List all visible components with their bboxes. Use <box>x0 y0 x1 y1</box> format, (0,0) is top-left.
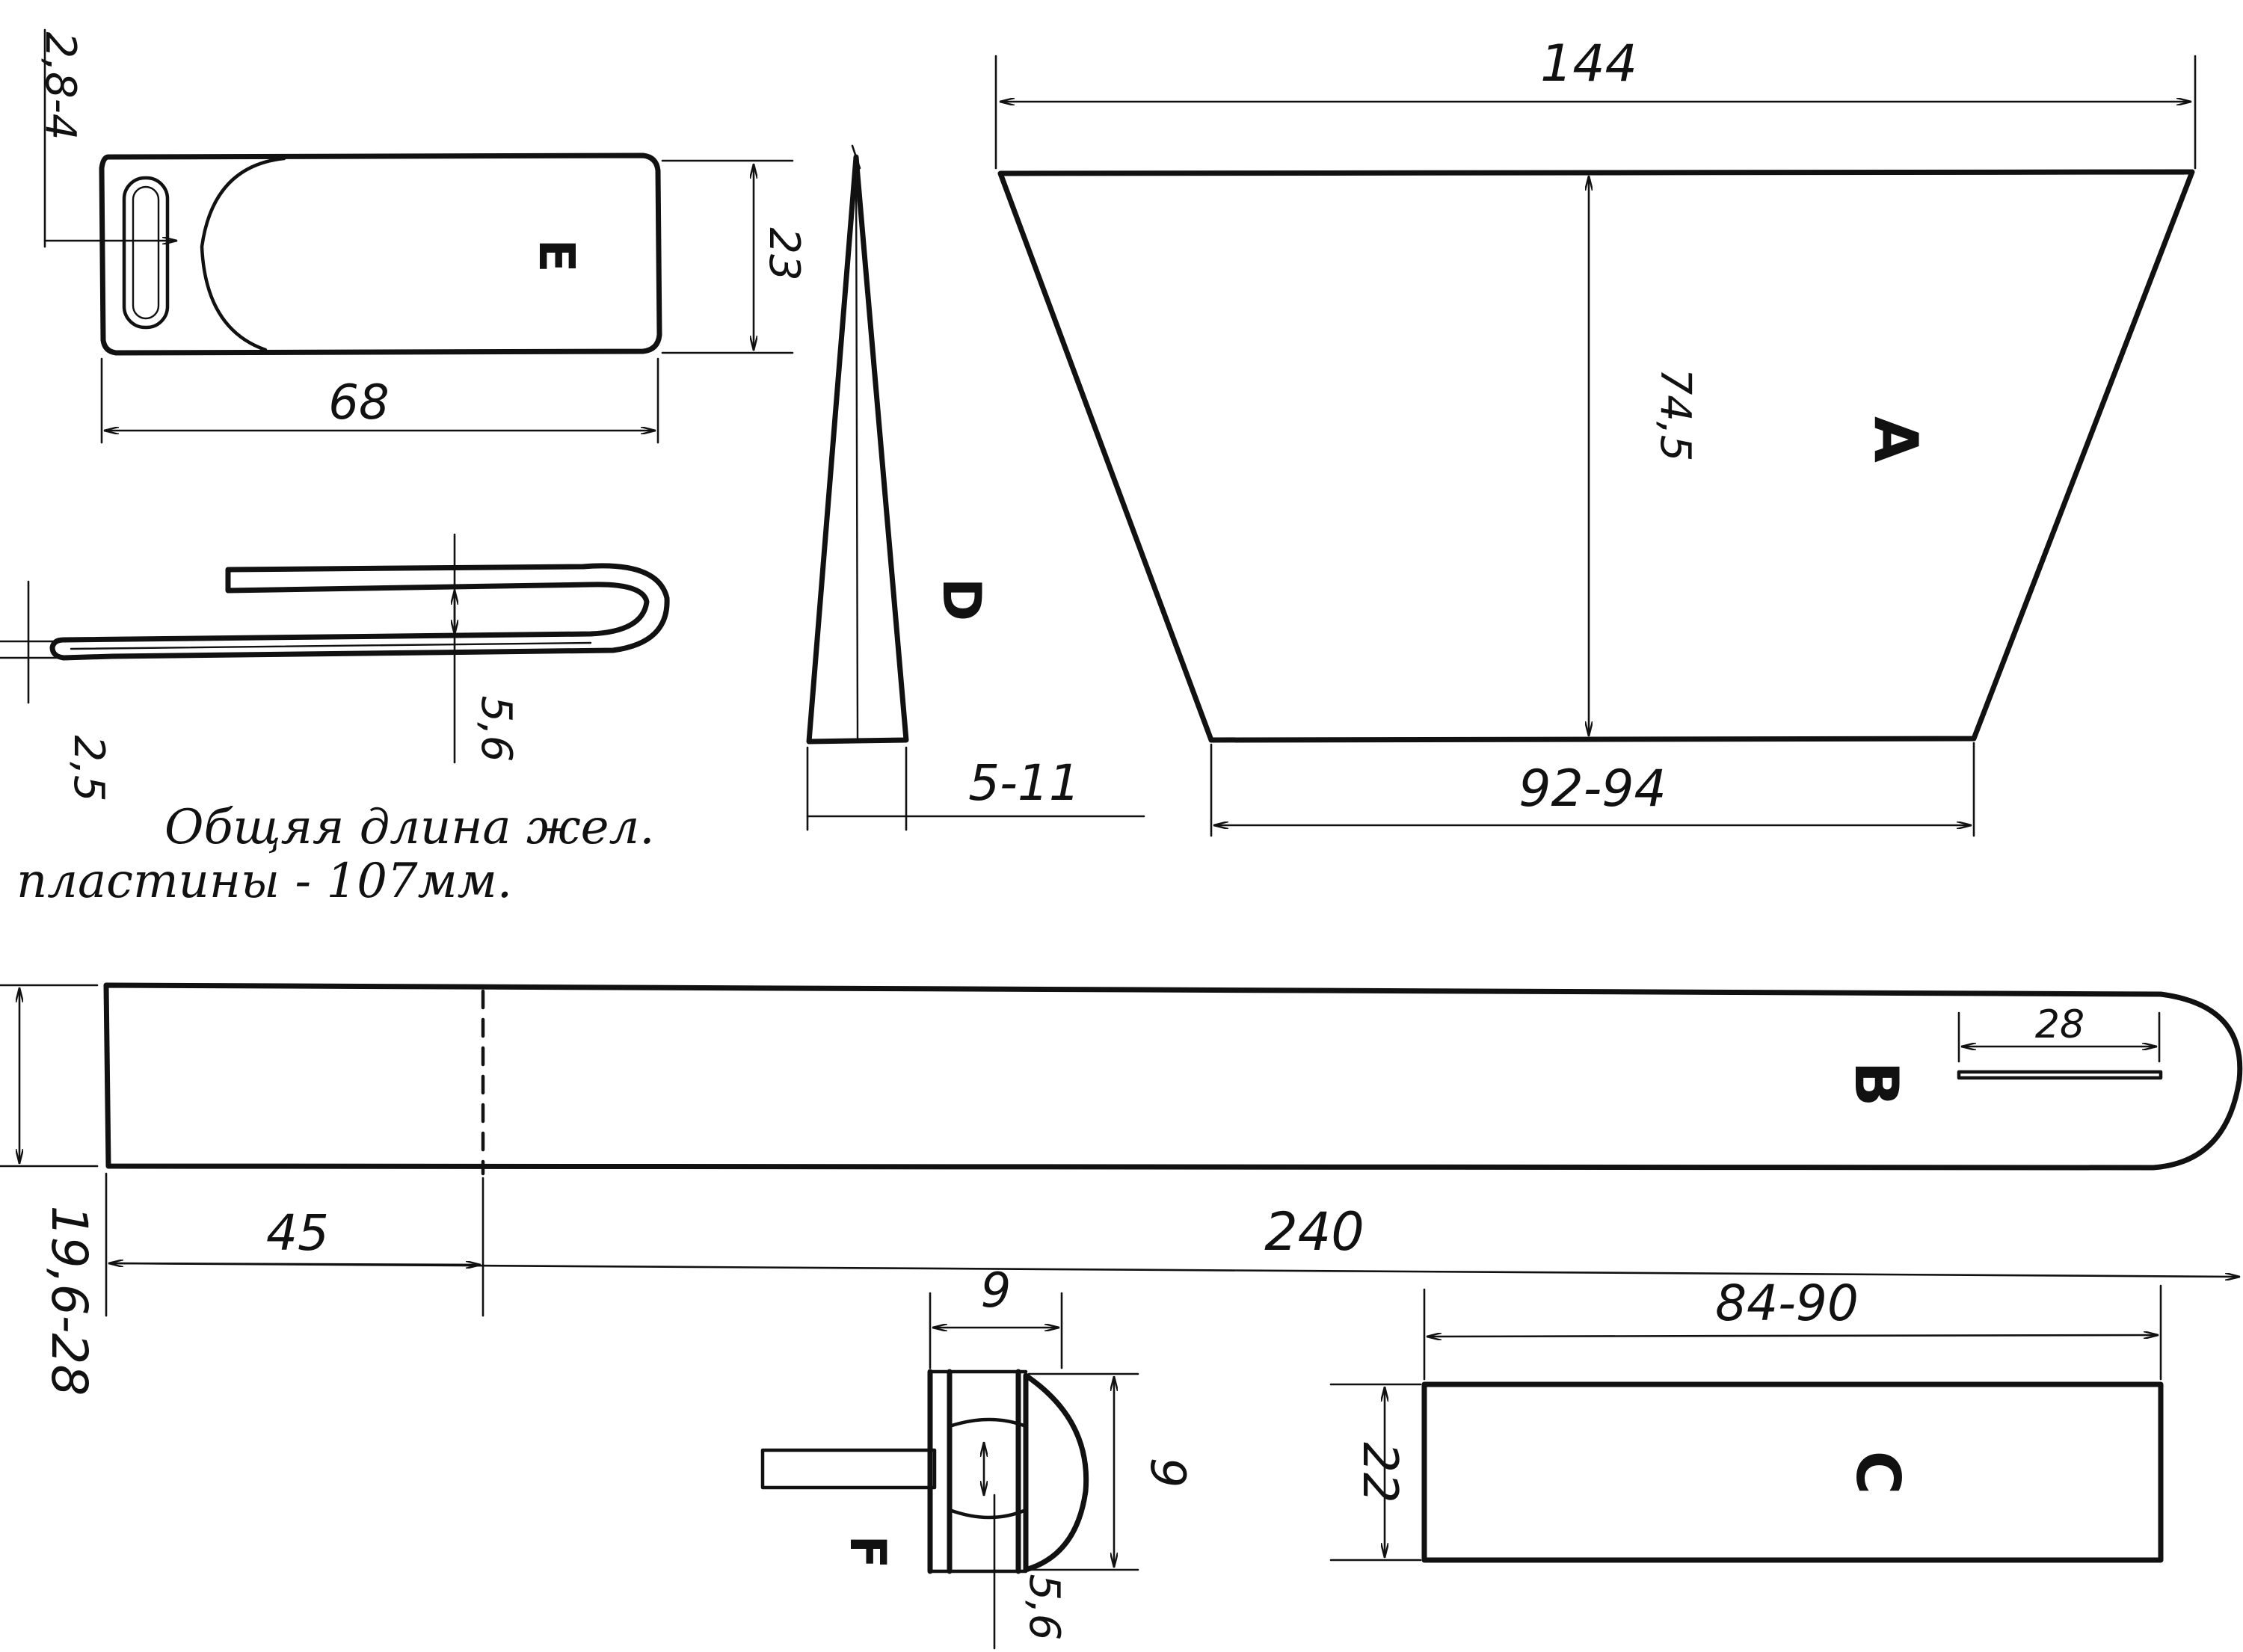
plate-thickness-label: 2,5 <box>64 735 113 801</box>
part-b-slot-label: 28 <box>2035 1002 2084 1047</box>
note-line-1: Общяя длина жел. <box>164 800 655 855</box>
part-e-length-label: 68 <box>328 375 389 431</box>
part-b-fold-dim <box>108 1263 481 1265</box>
part-b-letter: B <box>1842 1061 1911 1107</box>
part-c-width-label: 22 <box>1352 1442 1407 1502</box>
plate-side-inner <box>70 641 592 650</box>
part-b-width-label: 19,6-28 <box>40 1206 98 1396</box>
part-d: D 5-11 <box>806 144 1145 831</box>
part-b-slot <box>1957 1070 2163 1080</box>
part-d-outline <box>806 154 909 745</box>
part-e-outline <box>99 152 662 356</box>
part-f-curve-top <box>947 1417 1028 1428</box>
part-e-letter: E <box>528 238 585 272</box>
part-a-letter: A <box>1861 416 1930 463</box>
part-a-bottom-label: 92-94 <box>1519 759 1667 819</box>
part-e-slot <box>122 176 170 330</box>
part-a: 74,5 A 144 92-94 <box>994 34 2197 837</box>
plate-side-outline <box>49 563 670 661</box>
part-c-outline <box>1421 1381 2164 1563</box>
plate-side-view: 2,5 5,6 <box>0 533 670 802</box>
part-c-length-line <box>1426 1335 2159 1337</box>
part-c-length-label: 84-90 <box>1715 1275 1859 1332</box>
part-f-gap-label: 5,6 <box>1020 1574 1068 1640</box>
part-b-fold-label: 45 <box>266 1204 329 1262</box>
part-e-slot-label: 2,8-4 <box>36 32 84 141</box>
part-a-top-label: 144 <box>1540 34 1637 93</box>
plate-gap-label: 5,6 <box>472 695 520 762</box>
part-c-letter: C <box>1843 1451 1913 1495</box>
part-e-slot-inner <box>132 185 160 320</box>
part-f: F 9 9 5,6 <box>760 1263 1195 1650</box>
part-e-cutout <box>200 156 286 352</box>
part-f-height-label: 9 <box>1139 1458 1195 1488</box>
part-a-height-label: 74,5 <box>1651 369 1699 462</box>
part-e: E 68 23 2,8-4 <box>36 28 808 444</box>
length-note: Общяя длина жел. пластины - 107мм. <box>16 800 655 909</box>
part-b-outline <box>103 982 2243 1171</box>
part-c: C 84-90 22 <box>1329 1275 2164 1563</box>
note-line-2: пластины - 107мм. <box>16 854 512 909</box>
part-f-curve-bottom <box>947 1508 1028 1520</box>
part-a-outline <box>997 169 2195 743</box>
part-f-letter: F <box>839 1535 896 1568</box>
part-b-length-label: 240 <box>1264 1201 1364 1263</box>
part-d-centerline <box>855 155 859 740</box>
part-e-width-label: 23 <box>760 227 808 280</box>
part-d-letter: D <box>931 578 992 621</box>
part-f-axle <box>760 1448 937 1490</box>
part-f-cap <box>1023 1372 1089 1573</box>
part-f-width-label: 9 <box>981 1263 1012 1319</box>
part-d-base-label: 5-11 <box>968 754 1080 812</box>
part-d-tip <box>851 144 861 170</box>
part-b: 28 B 45 240 19,6-28 <box>0 982 2243 1396</box>
